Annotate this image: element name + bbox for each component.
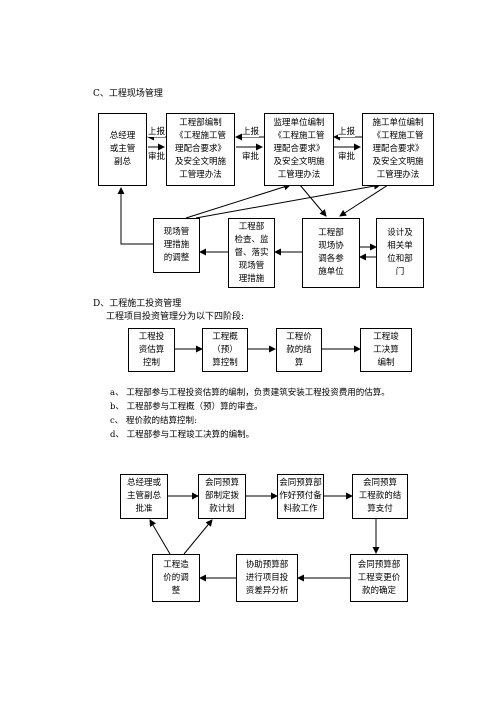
box-inspect-supervise: 工程部 检查、监 督、落实 现场管 理措施 — [228, 218, 275, 288]
section-c-title: C、工程现场管理 — [93, 89, 163, 99]
box-engineering-dept-plan: 工程部编制 《工程施工管 理配合要求》 及安全文明施 工管理办法 — [166, 113, 235, 186]
stage-payment-settlement: 工程价 款的结 算 — [276, 328, 322, 372]
box-site-measure-adjust: 现场管 理措施 的调整 — [153, 218, 200, 273]
box-settlement-payment: 会同预算 工程款的结 算支付 — [352, 474, 408, 519]
label-report-2: 上报 — [242, 127, 260, 137]
box-gm-approval: 总经理或 主管副总 批准 — [120, 474, 168, 519]
list-item-c: c、 程价款的结算控制: — [110, 416, 197, 426]
section-d-subtitle: 工程项目投资管理分为以下四阶段: — [106, 312, 245, 322]
box-general-manager: 总经理 或主管 副总 — [98, 113, 147, 186]
label-approve-2: 审批 — [242, 152, 260, 162]
box-contractor-plan: 施工单位编制 《工程施工管 理配合要求》 及安全文明施 工管理办法 — [362, 113, 434, 186]
stage-final-accounts: 工程竣 工决算 编制 — [360, 328, 412, 372]
label-approve-3: 审批 — [338, 152, 356, 162]
label-report-3: 上报 — [338, 127, 356, 137]
list-item-d: d、 工程部参与工程竣工决算的编制。 — [110, 430, 255, 440]
box-supervisor-plan: 监理单位编制 《工程施工管 理配合要求》 及安全文明施 工管理办法 — [264, 113, 334, 186]
label-report-1: 上报 — [148, 127, 166, 137]
box-variation-pricing: 会同预算部 工程变更价 款的确定 — [350, 554, 408, 602]
box-design-units: 设计及 相关单 位和部 门 — [376, 218, 424, 288]
list-item-a: a、 工程部参与工程投资估算的编制，负责建筑安装工程投资费用的估算。 — [110, 388, 390, 398]
stage-budget-control: 工程概 （预） 算控制 — [202, 328, 248, 372]
box-payment-plan: 会同预算 部制定拨 款计划 — [198, 474, 246, 519]
box-variance-analysis: 协助预算部 进行项目投 资差异分析 — [236, 554, 298, 602]
box-cost-adjustment: 工程造 价的调 整 — [152, 554, 200, 602]
box-site-coordination: 工程部 现场协 调各参 施单位 — [302, 218, 360, 288]
box-advance-payment: 会同预算部 作好预付备 料款工作 — [277, 474, 324, 519]
stage-description-list: a、 工程部参与工程投资估算的编制，负责建筑安装工程投资费用的估算。 b、 工程… — [110, 386, 390, 442]
section-d-title: D、工程施工投资管理 — [93, 299, 182, 309]
stage-estimate-control: 工程投 资估算 控制 — [128, 328, 175, 372]
list-item-b: b、 工程部参与工程概（预）算的审查。 — [110, 402, 263, 412]
label-approve-1: 审批 — [148, 152, 166, 162]
